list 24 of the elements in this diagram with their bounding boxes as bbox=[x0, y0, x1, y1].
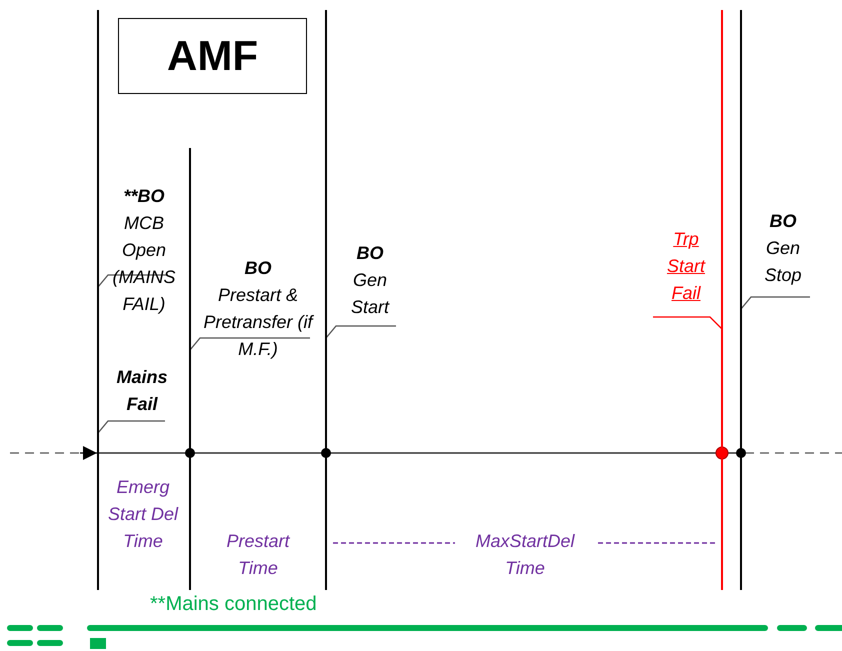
interval-label: MaxStartDel Time bbox=[474, 530, 576, 580]
event-line bbox=[97, 10, 99, 590]
event-line bbox=[189, 148, 191, 590]
output-label: Prestart & Pretransfer (if M.F.) bbox=[202, 284, 315, 361]
output-heading: BO bbox=[244, 257, 272, 280]
leader-line bbox=[653, 316, 722, 330]
event-line bbox=[740, 10, 742, 590]
leader-line bbox=[98, 420, 165, 434]
output-heading: BO bbox=[356, 242, 384, 265]
alarm-label: Trp Start Fail bbox=[652, 226, 720, 307]
output-heading: BO bbox=[768, 210, 798, 233]
title-box: AMF bbox=[118, 18, 307, 94]
leader-line bbox=[190, 337, 310, 350]
output-label: Gen Stop bbox=[763, 237, 803, 287]
event-line bbox=[325, 10, 327, 590]
interval-label: Emerg Start Del Time bbox=[106, 476, 180, 553]
leader-line bbox=[740, 296, 810, 310]
event-line bbox=[721, 10, 723, 590]
output-label: Gen Start bbox=[350, 269, 390, 319]
leader-line bbox=[326, 325, 396, 338]
output-heading: **BO bbox=[122, 185, 166, 208]
event-label: Mains Fail bbox=[100, 364, 184, 418]
interval-label: Prestart Time bbox=[225, 530, 291, 580]
status-label: **Mains connected bbox=[150, 592, 318, 617]
